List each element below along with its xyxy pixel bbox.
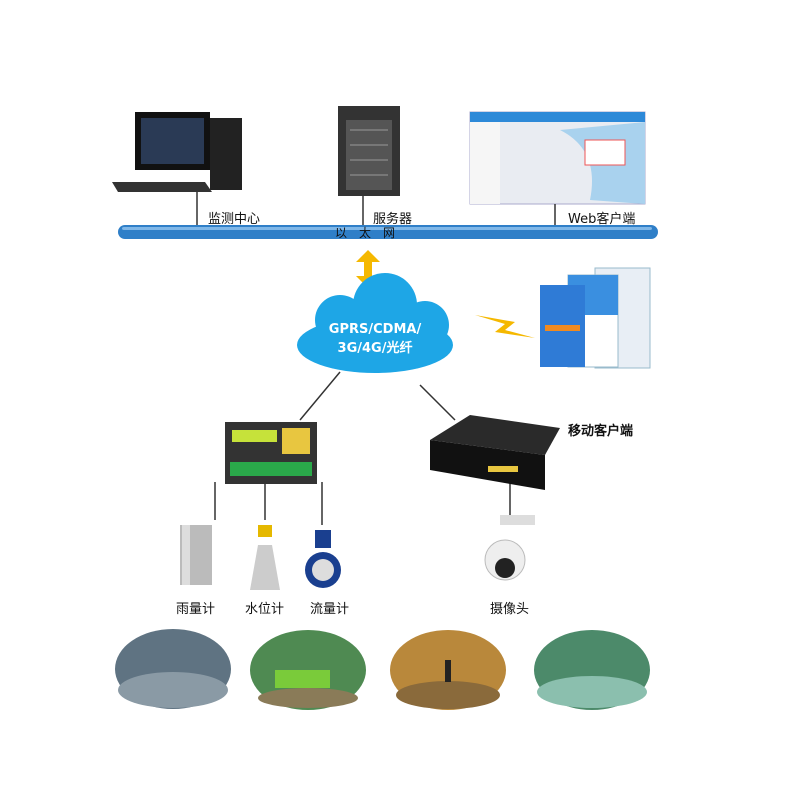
cloud-label-line1: GPRS/CDMA/ <box>328 322 422 337</box>
web-map-icon <box>469 111 646 205</box>
network-cloud-icon <box>297 273 453 373</box>
water-level-sensor-icon <box>250 525 280 590</box>
video-recorder-icon <box>430 415 560 490</box>
rain-gauge-label: 雨量计 <box>176 602 216 617</box>
rtu-controller-icon <box>225 422 317 484</box>
mobile-client-label: 移动客户端 <box>568 424 634 439</box>
cloud-label-line2: 3G/4G/光纤 <box>337 341 413 356</box>
flood-photo-street <box>115 629 231 709</box>
server-label: 服务器 <box>373 212 413 227</box>
web-client-label: Web客户端 <box>568 212 636 227</box>
camera-label: 摄像头 <box>490 602 530 617</box>
mobile-app-icon <box>540 267 651 369</box>
flood-photo-tunnel <box>390 630 506 710</box>
ptz-camera-icon <box>484 515 535 581</box>
pc-icon <box>112 112 242 192</box>
server-icon <box>338 106 400 196</box>
flood-photo-bus <box>250 630 366 710</box>
water-level-label: 水位计 <box>245 602 285 617</box>
wireless-lightning-icon <box>475 315 535 338</box>
flood-photo-rescue <box>534 630 650 710</box>
flow-meter-icon <box>305 530 341 588</box>
flow-meter-label: 流量计 <box>310 602 350 617</box>
rain-gauge-icon <box>180 525 212 585</box>
monitor-center-label: 监测中心 <box>208 212 261 227</box>
ethernet-label: 以 太 网 <box>335 226 396 240</box>
